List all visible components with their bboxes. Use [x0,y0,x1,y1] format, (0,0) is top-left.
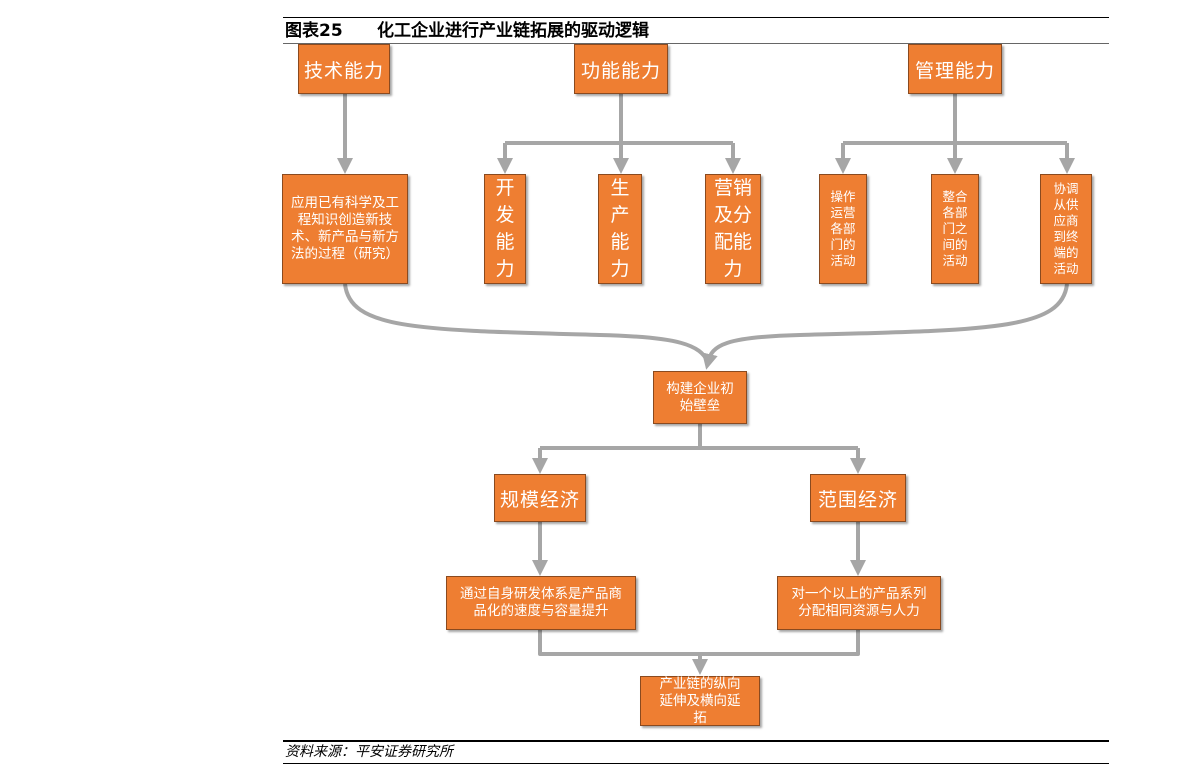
node-tech-capability: 技术能力 [298,44,390,94]
node-scale-economy: 规模经济 [494,474,586,522]
node-mgmt-capability: 管理能力 [908,44,1002,94]
title-rule [283,43,1109,44]
connector-coordinate-to-barrier [702,283,1069,370]
figure-caption: 化工企业进行产业链拓展的驱动逻辑 [377,21,649,41]
top-rule [283,17,1109,18]
node-development: 开发能力 [484,174,526,284]
node-apply-science: 应用已有科学及工程知识创造新技术、新产品与新方法的过程（研究） [282,174,408,284]
connector-research-to-barrier [343,283,710,363]
node-barrier: 构建企业初始壁垒 [653,371,747,424]
node-func-capability: 功能能力 [574,44,668,94]
figure-label: 图表25 [285,21,343,41]
node-production: 生产能力 [598,174,642,284]
node-scope-economy: 范围经济 [810,474,906,522]
bottom-rule [283,763,1109,764]
source-rule [283,740,1109,742]
node-scale-detail: 通过自身研发体系是产品商品化的速度与容量提升 [446,576,636,630]
node-coordinate-supply: 协调从供应商到终端的活动 [1040,174,1092,284]
node-integrate-activities: 整合各部门之间的活动 [931,174,979,284]
node-marketing: 营销及分配能力 [705,174,761,284]
source-note: 资料来源：平安证券研究所 [285,744,453,760]
figure-title: 图表25 化工企业进行产业链拓展的驱动逻辑 [285,19,649,43]
node-chain-extension: 产业链的纵向延伸及横向延拓 [640,676,760,726]
connector-details-bar [538,630,860,656]
node-scope-detail: 对一个以上的产品系列分配相同资源与人力 [777,576,941,630]
node-operate-activities: 操作运营各部门的活动 [819,174,867,284]
